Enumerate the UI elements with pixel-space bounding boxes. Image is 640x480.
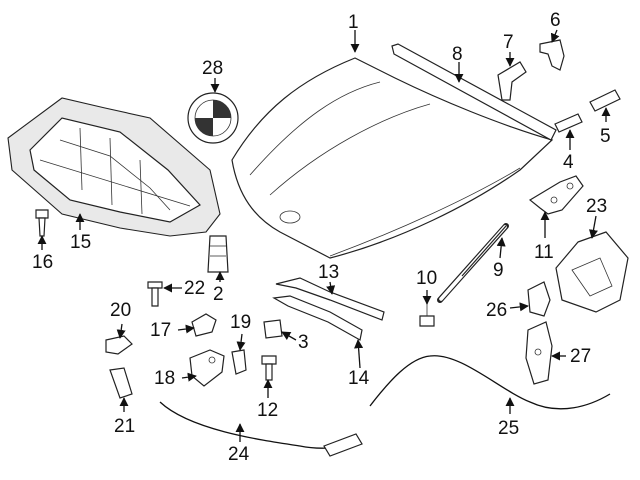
callout-10: 10 [416, 268, 437, 289]
hinge-part [528, 175, 584, 215]
callout-25: 25 [498, 418, 519, 439]
bolt-12-part [261, 355, 277, 381]
callout-26: 26 [486, 300, 507, 321]
bracket-18-part [189, 349, 225, 387]
cable-24-part [159, 401, 363, 457]
leader-lines [37, 29, 611, 442]
bracket-21-part [109, 367, 133, 399]
callout-5: 5 [600, 126, 611, 147]
callout-19: 19 [230, 312, 251, 333]
clip-17-part [191, 313, 217, 337]
callout-12: 12 [257, 400, 278, 421]
latch-26-part [527, 281, 551, 317]
callout-4: 4 [563, 152, 574, 173]
bolt-22-part [147, 281, 163, 307]
callout-6: 6 [550, 10, 561, 31]
clip-3-part [263, 319, 283, 339]
callout-13: 13 [318, 262, 339, 283]
bolt-10-part [419, 304, 435, 327]
clip-20-part [105, 335, 133, 355]
rail-14-part [272, 295, 363, 341]
callout-28: 28 [202, 58, 223, 79]
callout-2: 2 [213, 284, 224, 305]
callout-15: 15 [70, 232, 91, 253]
cable-25-part [369, 355, 611, 410]
callout-3: 3 [298, 332, 309, 353]
callout-22: 22 [184, 278, 205, 299]
hood-part [231, 57, 554, 259]
clip-19-part [231, 349, 247, 375]
buffer-part [207, 235, 229, 273]
callout-8: 8 [452, 44, 463, 65]
callout-27: 27 [570, 346, 591, 367]
emblem-part [187, 92, 239, 144]
gas-strut-part [437, 223, 509, 303]
pad-5-part [589, 89, 621, 112]
callout-1: 1 [348, 12, 359, 33]
callout-23: 23 [586, 196, 607, 217]
callout-20: 20 [110, 300, 131, 321]
callout-18: 18 [154, 368, 175, 389]
hood-insulator-part [7, 97, 221, 237]
callout-11: 11 [534, 242, 554, 263]
seal-strip-part [391, 43, 557, 141]
bracket-7-part [497, 61, 527, 101]
callout-14: 14 [348, 368, 370, 389]
clip-16-part [35, 209, 49, 237]
bracket-6-part [539, 39, 565, 71]
callout-17: 17 [150, 320, 171, 341]
callout-21: 21 [114, 416, 135, 437]
pad-4-part [554, 113, 583, 133]
callout-9: 9 [493, 260, 504, 281]
callout-24: 24 [228, 444, 250, 465]
bracket-23-part [555, 231, 629, 313]
latch-27-part [525, 321, 553, 385]
rail-13-part [275, 277, 385, 321]
callout-16: 16 [32, 252, 53, 273]
callout-7: 7 [503, 32, 514, 53]
